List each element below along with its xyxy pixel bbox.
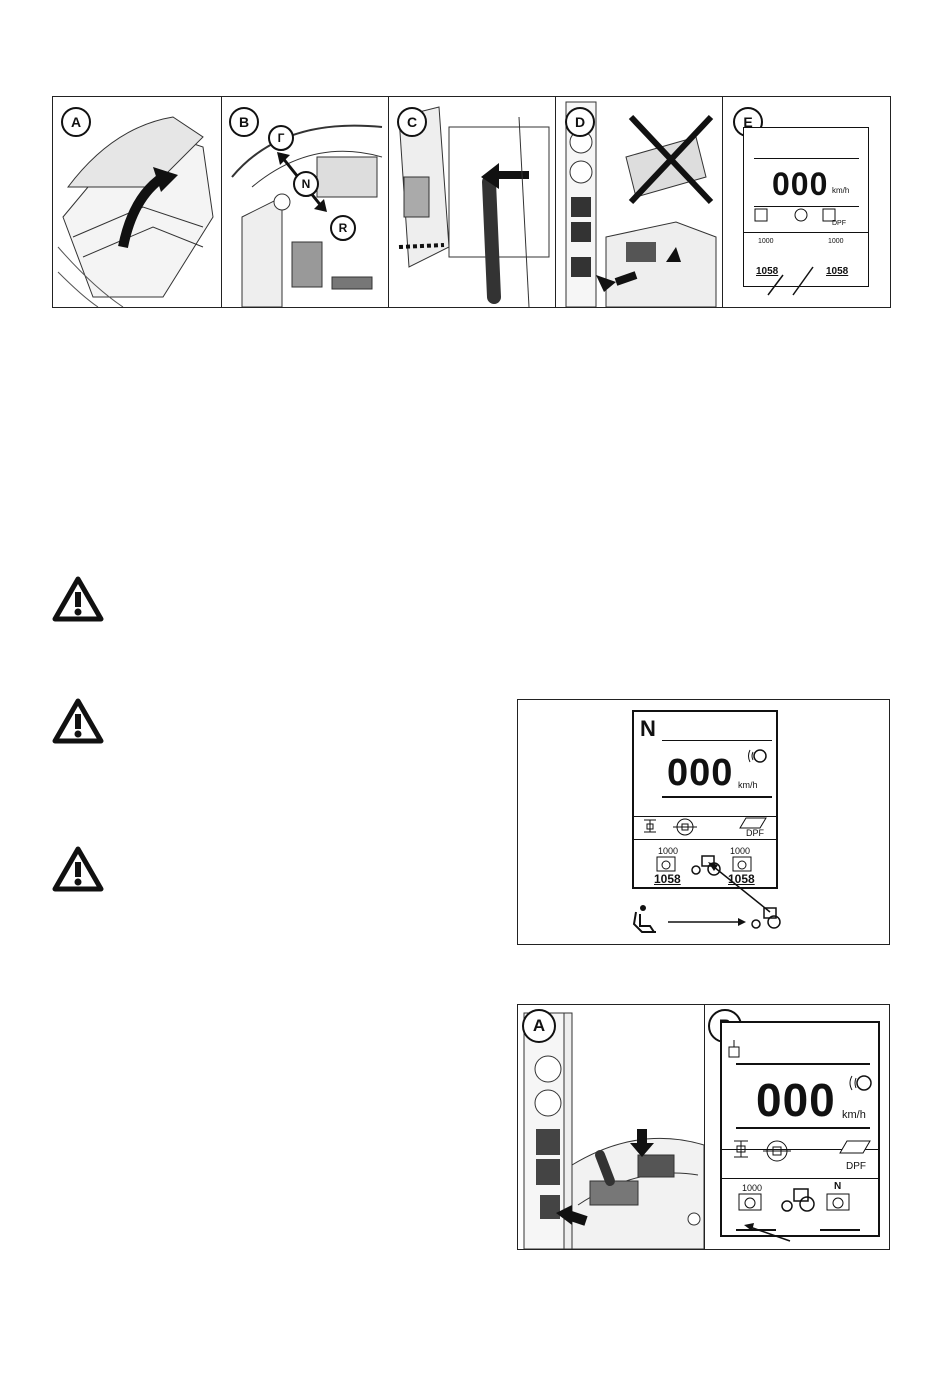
warning-triangle-icon [52, 846, 104, 892]
switch-console-illustration [518, 1005, 704, 1249]
top-illustration-strip: A B Г N R C [52, 96, 891, 308]
panel-c-letter: C [397, 107, 427, 137]
display-figure-neutral: N 000 km/h DPF 1000 1000 [517, 699, 890, 945]
panel-b-letter: B [229, 107, 259, 137]
operator-seat-icon [634, 905, 656, 932]
warning-triangle-icon [52, 576, 104, 622]
panel-d-letter: D [565, 107, 595, 137]
panel-e-indicator-arrows [723, 97, 890, 307]
neutral-mark-n: N [293, 171, 319, 197]
tractor-icon [752, 908, 780, 928]
seat-to-tractor-arrows [518, 700, 889, 944]
figure-a-letter: A [522, 1009, 556, 1043]
figure-b-pointer-arrow [704, 1005, 889, 1249]
warning-triangle-icon [52, 698, 104, 744]
panel-a-letter: A [61, 107, 91, 137]
reverse-mark-g: Г [268, 125, 294, 151]
forward-mark-r: R [330, 215, 356, 241]
figure-ab: A B 000 km/h DPF 1000 [517, 1004, 890, 1250]
